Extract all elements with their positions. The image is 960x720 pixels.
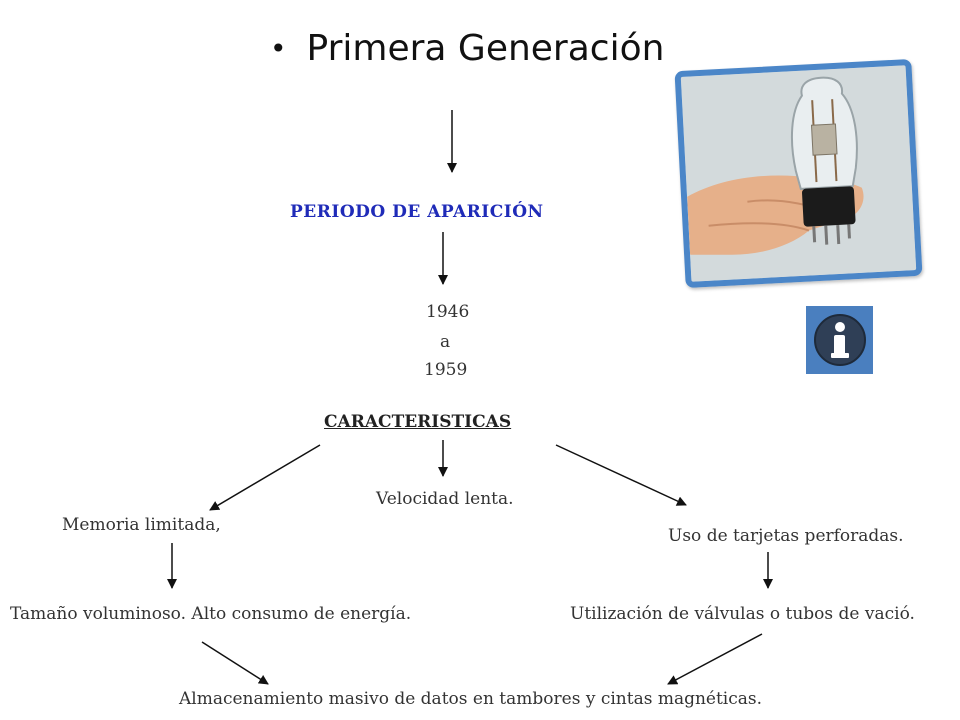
year-end: 1959 [424, 360, 468, 380]
node-memoria: Memoria limitada, [62, 515, 221, 535]
periodo-heading: PERIODO DE APARICIÓN [290, 202, 544, 222]
year-start: 1946 [426, 302, 470, 322]
node-valvulas: Utilización de válvulas o tubos de vació… [570, 604, 915, 624]
info-icon[interactable] [806, 306, 873, 374]
title-text: Primera Generación [306, 28, 665, 69]
slide-title: • Primera Generación [270, 28, 664, 69]
arrow-caract-to-tarjetas [555, 444, 687, 506]
vacuum-tube-photo [674, 58, 923, 289]
arrow-valvulas-to-almacenamiento [667, 633, 763, 685]
title-bullet: • [270, 32, 287, 65]
arrow-caract-to-memoria [209, 444, 321, 511]
node-tarjetas: Uso de tarjetas perforadas. [668, 526, 904, 546]
node-almacenamiento: Almacenamiento masivo de datos en tambor… [179, 689, 763, 709]
node-tamano: Tamaño voluminoso. Alto consumo de energ… [10, 604, 412, 624]
year-separator: a [440, 332, 451, 352]
info-icon-glyph [813, 314, 866, 366]
node-velocidad: Velocidad lenta. [376, 489, 514, 509]
arrow-tamano-to-almacenamiento [201, 641, 269, 685]
caracteristicas-heading: CARACTERISTICAS [324, 412, 512, 432]
